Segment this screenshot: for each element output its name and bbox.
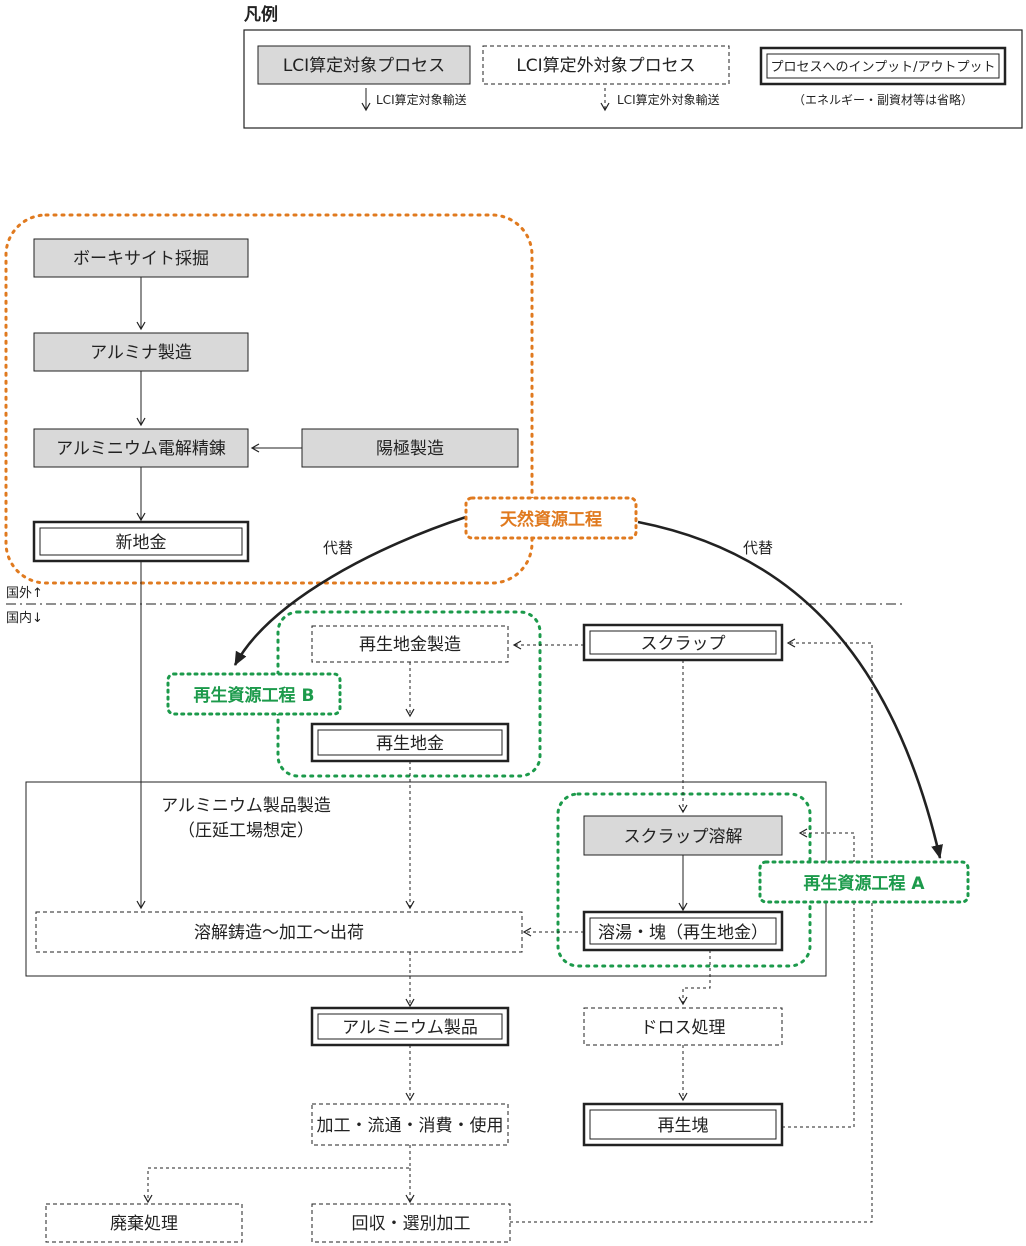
secondary-ingot-manufacturing-box: 再生地金製造	[311, 625, 509, 663]
svg-text:再生地金: 再生地金	[376, 734, 444, 754]
abroad-label: 国外↑	[6, 586, 43, 601]
anode-production-box: 陽極製造	[301, 428, 519, 468]
legend-non-lci-transport: LCI算定外対象輸送	[600, 88, 720, 112]
legend-frame	[243, 29, 1023, 129]
svg-text:LCI算定外対象輸送: LCI算定外対象輸送	[617, 92, 720, 107]
svg-text:陽極製造: 陽極製造	[376, 439, 444, 459]
svg-text:再生塊: 再生塊	[658, 1116, 709, 1136]
molten-metal-box: 溶湯・塊（再生地金）	[582, 910, 784, 952]
connectors	[136, 277, 873, 1223]
recycle-a-tag: 再生資源工程 A	[758, 860, 970, 904]
svg-text:アルミニウム製品: アルミニウム製品	[342, 1018, 478, 1038]
product-manufacturing-subtitle: （圧延工場想定）	[178, 821, 314, 841]
bauxite-mining-box: ボーキサイト採掘	[33, 238, 249, 278]
casting-processing-shipping-box: 溶解鋳造～加工～出荷	[35, 911, 523, 953]
svg-text:スクラップ溶解: スクラップ溶解	[624, 827, 743, 847]
substitute-arrow-a	[637, 520, 943, 859]
svg-text:加工・流通・消費・使用: 加工・流通・消費・使用	[317, 1115, 504, 1136]
svg-text:LCI算定対象輸送: LCI算定対象輸送	[376, 92, 467, 107]
svg-text:プロセスへのインプット/アウトプット: プロセスへのインプット/アウトプット	[771, 60, 996, 75]
svg-text:天然資源工程: 天然資源工程	[500, 509, 602, 530]
legend-lci-transport: LCI算定対象輸送	[361, 88, 467, 112]
recycle-b-tag: 再生資源工程 B	[166, 672, 342, 716]
domestic-label: 国内↓	[6, 610, 43, 626]
svg-text:廃棄処理: 廃棄処理	[110, 1214, 178, 1234]
processing-distribution-use-box: 加工・流通・消費・使用	[311, 1103, 509, 1146]
scrap-melting-box: スクラップ溶解	[583, 815, 783, 856]
svg-text:ドロス処理: ドロス処理	[641, 1018, 726, 1038]
svg-text:アルミナ製造: アルミナ製造	[90, 343, 192, 363]
natural-resource-group-outline	[4, 213, 534, 585]
recycled-lump-box: 再生塊	[582, 1102, 784, 1147]
svg-text:アルミニウム電解精錬: アルミニウム電解精錬	[56, 439, 226, 459]
svg-text:新地金: 新地金	[116, 533, 167, 553]
legend-title: 凡例	[244, 4, 278, 25]
alumina-production-box: アルミナ製造	[33, 332, 249, 372]
svg-text:LCI算定対象プロセス: LCI算定対象プロセス	[283, 56, 445, 76]
svg-text:溶解鋳造～加工～出荷: 溶解鋳造～加工～出荷	[194, 923, 364, 943]
dross-treatment-box: ドロス処理	[583, 1007, 783, 1046]
svg-text:再生地金製造: 再生地金製造	[359, 635, 461, 655]
svg-text:再生資源工程 A: 再生資源工程 A	[803, 873, 925, 894]
aluminum-electrolysis-box: アルミニウム電解精錬	[33, 428, 249, 468]
waste-disposal-box: 廃棄処理	[45, 1203, 243, 1243]
primary-ingot-box: 新地金	[32, 520, 250, 563]
legend-io-process: プロセスへのインプット/アウトプット	[759, 46, 1007, 86]
natural-resource-tag: 天然資源工程	[464, 496, 638, 540]
legend-omitted-note: （エネルギー・副資材等は省略）	[793, 92, 973, 107]
secondary-ingot-box: 再生地金	[310, 722, 510, 763]
substitute-label-right: 代替	[743, 539, 773, 557]
aluminum-product-box: アルミニウム製品	[310, 1006, 510, 1047]
substitute-label-left: 代替	[323, 539, 353, 557]
svg-text:溶湯・塊（再生地金）: 溶湯・塊（再生地金）	[598, 923, 768, 943]
recycle-a-group-outline	[556, 792, 812, 968]
svg-text:LCI算定外対象プロセス: LCI算定外対象プロセス	[516, 56, 695, 76]
collection-sorting-box: 回収・選別加工	[311, 1203, 511, 1243]
legend-non-lci-process: LCI算定外対象プロセス	[482, 45, 730, 85]
svg-text:スクラップ: スクラップ	[641, 634, 726, 654]
recycle-b-group-outline	[276, 610, 542, 778]
product-manufacturing-title: アルミニウム製品製造	[161, 796, 331, 816]
substitute-arrow-b	[233, 515, 467, 666]
scrap-box: スクラップ	[582, 623, 784, 662]
svg-text:再生資源工程 B: 再生資源工程 B	[194, 685, 315, 706]
svg-text:回収・選別加工: 回収・選別加工	[352, 1214, 471, 1234]
legend-lci-process: LCI算定対象プロセス	[257, 45, 471, 85]
svg-text:ボーキサイト採掘: ボーキサイト採掘	[73, 249, 209, 269]
